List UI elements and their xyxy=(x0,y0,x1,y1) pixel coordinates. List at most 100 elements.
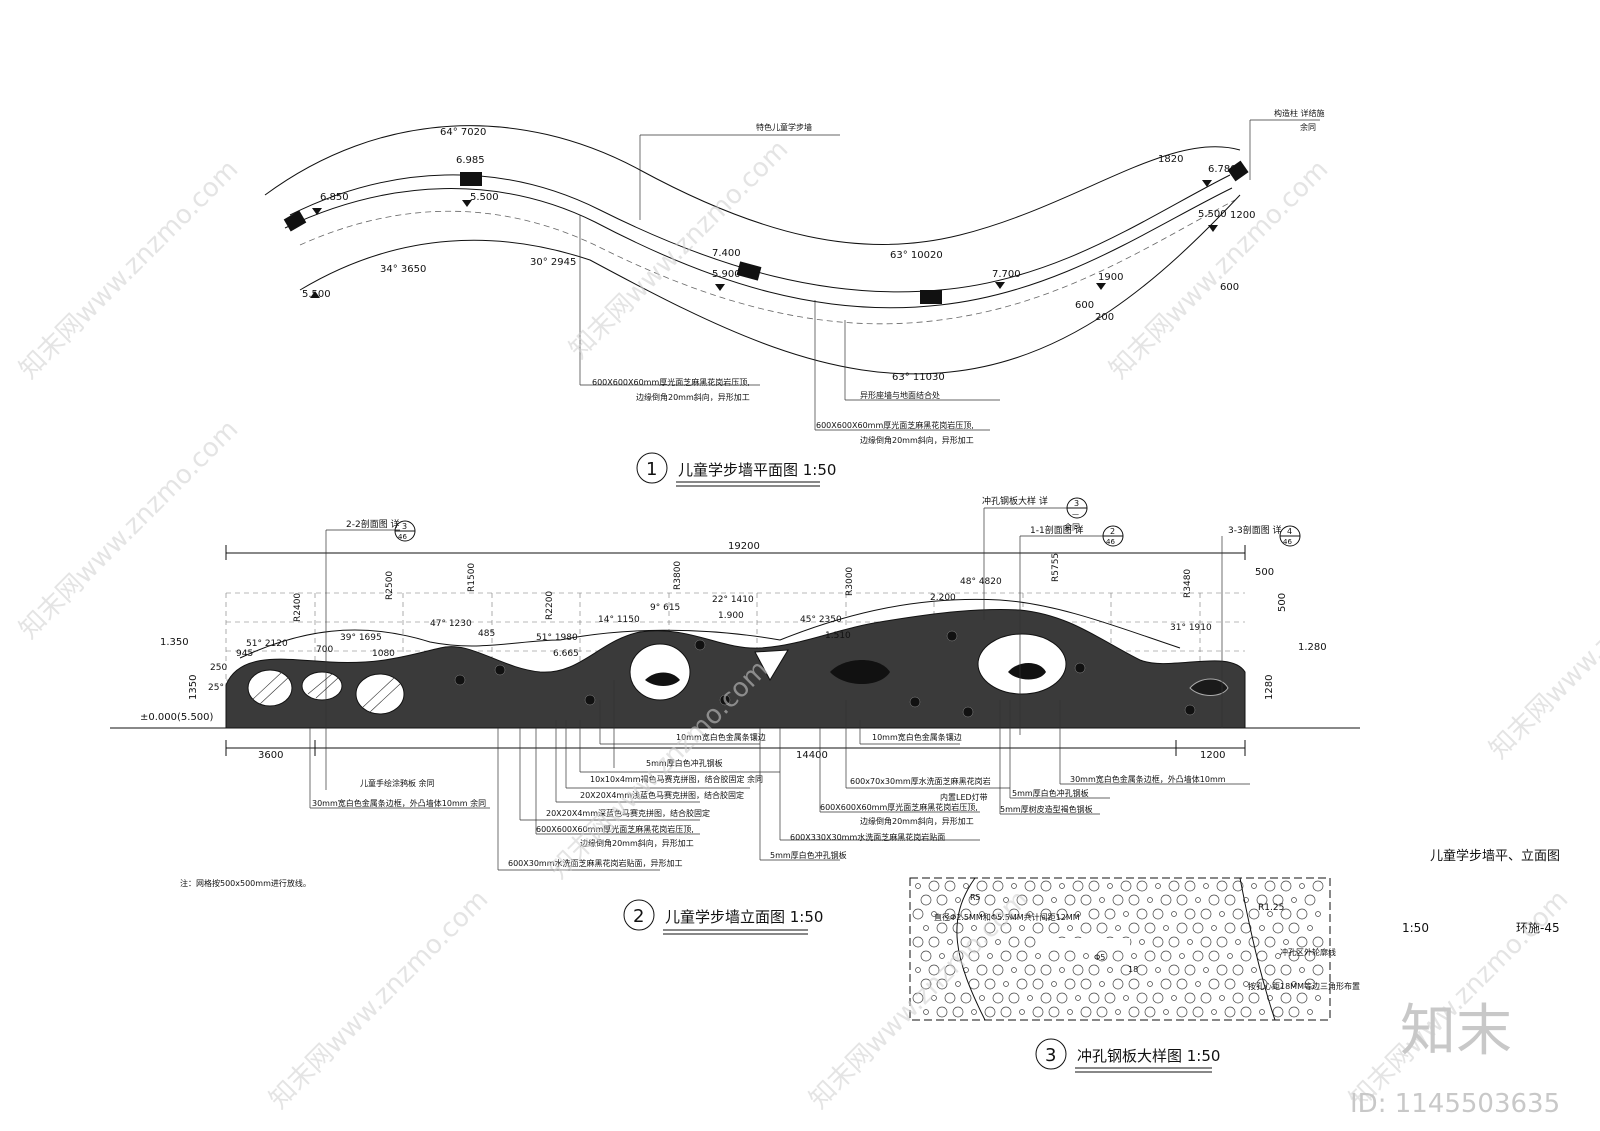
svg-text:3: 3 xyxy=(402,522,407,531)
plan-elev-8: 6.780 xyxy=(1208,164,1237,175)
note-stone-2a: 600X600X60mm厚光面芝麻黑花岗岩压顶, xyxy=(820,802,978,812)
plan-note-stone2b: 边缘倒角20mm斜向，异形加工 xyxy=(860,435,974,445)
plan-title-num: 1 xyxy=(646,459,657,480)
elev-arc-10: 45° 2350 xyxy=(800,615,842,625)
note-plate-3: 5mm厚白色冲孔钢板 xyxy=(1012,788,1089,798)
note-mosaic-3: 20X20X4mm深蓝色马赛克拼图，结合胶固定 xyxy=(546,808,710,818)
elev-radius-1: R2400 xyxy=(293,593,303,622)
plan-elev-4: 5.500 xyxy=(302,289,331,300)
plan-column-3 xyxy=(736,261,762,281)
elev-arc-11: 48° 4820 xyxy=(960,577,1002,587)
plan-wall-top xyxy=(289,174,1231,293)
plan-dim-4: 600 xyxy=(1075,300,1094,311)
plan-column-5 xyxy=(1227,160,1249,182)
elev-arc-1: 51° 2120 xyxy=(246,639,288,649)
plan-view: 64° 7020 34° 3650 30° 2945 63° 10020 63°… xyxy=(264,108,1325,487)
ref-3-3: 3-3剖面图 详 xyxy=(1228,524,1282,536)
elev-radius-3: R1500 xyxy=(467,563,477,592)
svg-text:知末网www.znzmo.com: 知末网www.znzmo.com xyxy=(14,414,245,645)
plan-dim-1: 1820 xyxy=(1158,154,1183,165)
elev-left-height: 1350 xyxy=(188,675,199,700)
graffiti-board-1 xyxy=(247,669,293,707)
elev-arc-6: 51° 1980 xyxy=(536,633,578,643)
plan-note-stone1b: 边缘倒角20mm斜向，异形加工 xyxy=(636,392,750,402)
perforated-window-2 xyxy=(754,649,789,682)
plan-dim-8: 200 xyxy=(1095,312,1114,323)
detail-note-5: Φ5 xyxy=(1094,953,1105,962)
plan-note-wall: 特色儿童学步墙 xyxy=(756,122,812,132)
watermark-text: 知末网www.znzmo.com xyxy=(14,154,245,385)
elev-arc-7: 14° 1150 xyxy=(598,615,640,625)
plan-elev-3: 5.500 xyxy=(470,192,499,203)
detail-note-2: R1.25 xyxy=(1258,903,1284,913)
grid-footnote: 注：网格按500x500mm进行放线。 xyxy=(180,878,311,888)
plan-angle-5: 63° 11030 xyxy=(892,372,945,383)
plan-dim-9: 1900 xyxy=(1098,272,1123,283)
plan-title-circle xyxy=(636,452,668,484)
note-graffiti: 儿童手绘涂鸦板 余同 xyxy=(360,778,435,788)
plan-column-4 xyxy=(920,290,942,304)
elev-arc-8: 9° 615 xyxy=(650,603,680,613)
elev-arc-4: 1080 xyxy=(372,649,395,659)
ref-same: 余同 xyxy=(1064,522,1080,532)
elev-right-height: 1280 xyxy=(1264,675,1275,700)
elev-arc-2: 945 xyxy=(236,649,253,659)
perforated-detail: 直径Φ2.5MM和Φ5.5MM共计间距12MM R1.25 冲孔区外轮廓线 按孔… xyxy=(909,877,1360,1073)
whale-icon-3 xyxy=(1008,663,1046,680)
elev-radius-5: R3800 xyxy=(673,561,683,590)
plan-elev-2: 6.850 xyxy=(320,192,349,203)
svg-text:知末网www.znzmo.com: 知末网www.znzmo.com xyxy=(1484,534,1600,765)
svg-text:3: 3 xyxy=(1074,499,1079,508)
plan-elev-5: 7.400 xyxy=(712,248,741,259)
elev-total-dim: 19200 xyxy=(728,541,760,552)
svg-text:2: 2 xyxy=(1110,527,1115,536)
sheet-info: 儿童学步墙平、立面图 1:50 环施-45 xyxy=(1402,848,1560,935)
sheet-scale: 1:50 xyxy=(1402,921,1429,935)
plan-note-column: 构造柱 详结施 xyxy=(1274,108,1325,118)
ref-2-2: 2-2剖面图 详 xyxy=(346,518,400,530)
elev-radius-7: R5755 xyxy=(1051,553,1061,582)
elev-arc-9: 22° 1410 xyxy=(712,595,754,605)
note-facing-1: 600X30mm水洗面芝麻黑花岗岩贴面，异形加工 xyxy=(508,858,683,868)
wall-silhouette xyxy=(225,609,1246,729)
detail-note-1: 直径Φ2.5MM和Φ5.5MM共计间距12MM xyxy=(934,912,1080,922)
plan-note-stone1a: 600X600X60mm厚光面芝麻黑花岗岩压顶, xyxy=(592,377,750,387)
note-bark: 5mm厚树皮造型褐色钢板 xyxy=(1000,804,1093,814)
note-stone-1b: 边缘倒角20mm斜向，异形加工 xyxy=(580,838,694,848)
plan-note-joint: 异形座墙与地面结合处 xyxy=(860,390,940,400)
note-mosaic-2: 20X20X4mm浅蓝色马赛克拼图，结合胶固定 xyxy=(580,790,744,800)
plan-angle-4: 63° 10020 xyxy=(890,250,943,261)
plan-elev-1: 6.985 xyxy=(456,155,485,166)
elev-radius-8: R3480 xyxy=(1183,569,1193,598)
elev-arc-15: 1.900 xyxy=(718,611,744,621)
plan-angle-2: 34° 3650 xyxy=(380,264,426,275)
ref-1-1: 1-1剖面图 详 xyxy=(1030,524,1084,536)
elev-seg-3: 1200 xyxy=(1200,750,1225,761)
detail-title-circle xyxy=(1035,1038,1067,1070)
wall-top-guide xyxy=(239,598,1181,659)
svg-text:知末网www.znzmo.com: 知末网www.znzmo.com xyxy=(1104,154,1335,385)
plan-elev-9: 5.500 xyxy=(1198,209,1227,220)
sheet-name: 儿童学步墙平、立面图 xyxy=(1430,848,1560,864)
plan-title: 儿童学步墙平面图 1:50 xyxy=(678,461,836,479)
elev-right-level: 1.280 xyxy=(1298,642,1327,653)
plan-column-1 xyxy=(283,210,307,232)
svg-text:46: 46 xyxy=(1106,538,1115,546)
plan-dim-3: 600 xyxy=(1220,282,1239,293)
elev-right-500a: 500 xyxy=(1255,567,1274,578)
note-stone-1a: 600X600X60mm厚光面芝麻黑花岗岩压顶, xyxy=(536,824,694,834)
elev-arc-12: 31° 1910 xyxy=(1170,623,1212,633)
note-metal-2: 10mm宽白色金属条镶边 xyxy=(872,732,962,742)
plan-angle-1: 64° 7020 xyxy=(440,127,486,138)
elev-left-level: 1.350 xyxy=(160,637,189,648)
watermark-logo: 知末 xyxy=(1400,999,1512,1064)
svg-text:4: 4 xyxy=(1287,527,1292,536)
elev-radius-4: R2200 xyxy=(545,591,555,620)
detail-note-4: 按孔心距18MM等边三角形布置 xyxy=(1248,981,1360,991)
detail-title-num: 3 xyxy=(1045,1045,1056,1066)
svg-text:46: 46 xyxy=(1283,538,1292,546)
detail-title: 冲孔钢板大样图 1:50 xyxy=(1077,1047,1220,1065)
note-frame: 30mm宽白色金属条边框，外凸墙体10mm 余同 xyxy=(312,798,486,808)
plan-wall-bottom xyxy=(284,187,1233,309)
svg-text:—: — xyxy=(1072,510,1079,518)
